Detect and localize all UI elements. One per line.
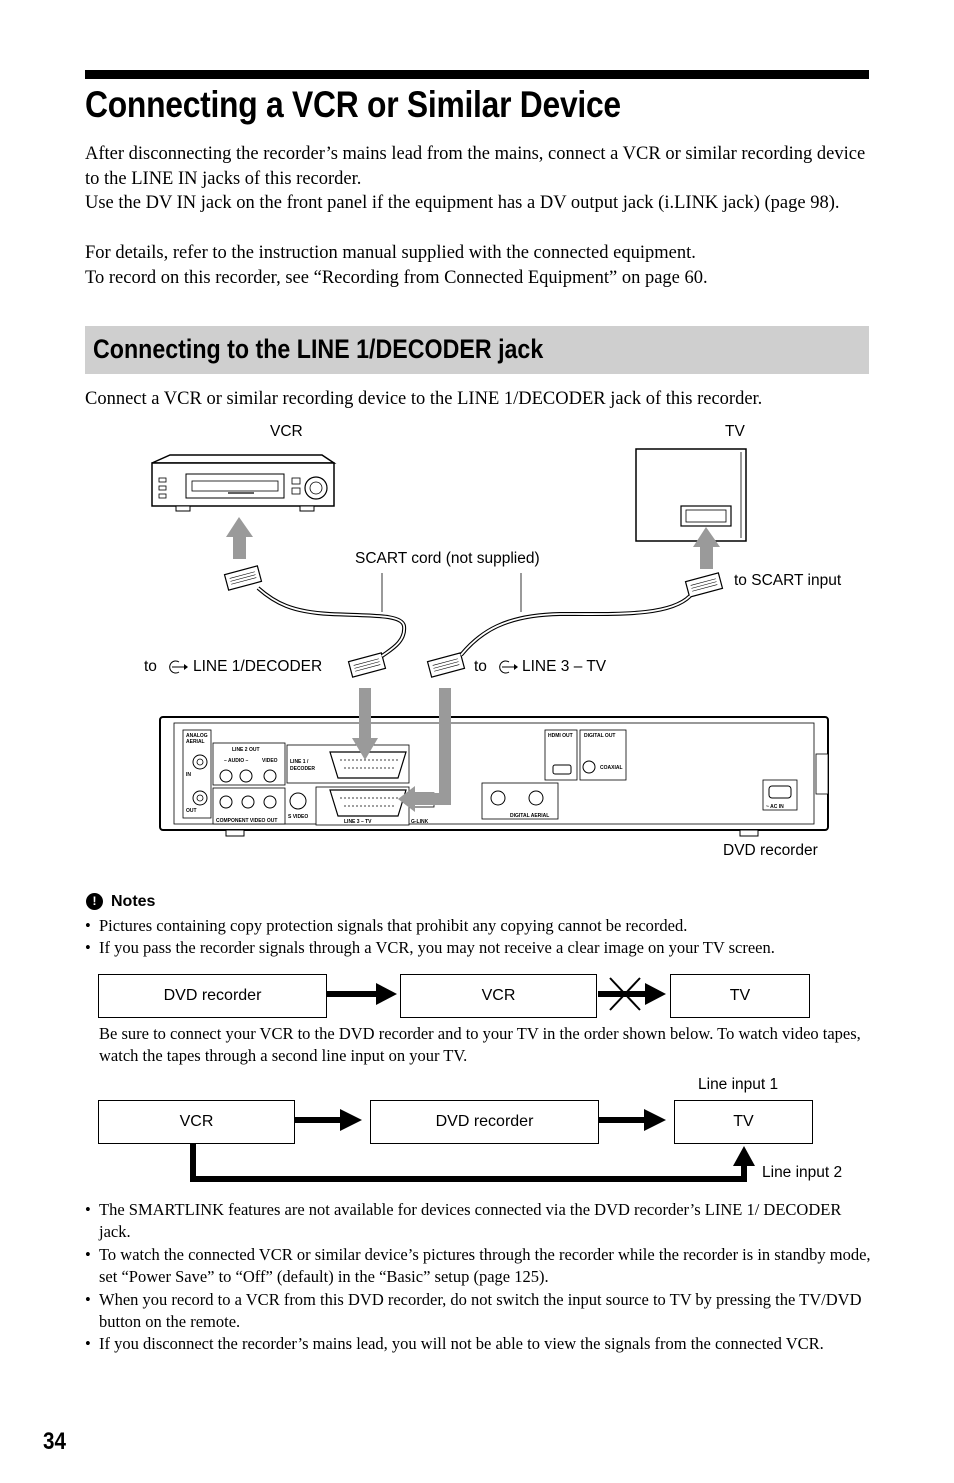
line1-decoder-label: LINE 1 / [290, 759, 309, 765]
line2-out-label: LINE 2 OUT [232, 747, 260, 753]
line3-tv-label: LINE 3 – TV [344, 819, 372, 825]
note-bullet-4: •To watch the connected VCR or similar d… [85, 1244, 875, 1288]
flow-diagram-2: VCR DVD recorder TV [0, 1090, 954, 1190]
intro-paragraph-1: After disconnecting the recorder’s mains… [85, 144, 866, 189]
note-bullet-1-text: Pictures containing copy protection sign… [99, 916, 688, 935]
tv-label: TV [725, 423, 745, 440]
video-label: VIDEO [262, 758, 278, 764]
section-heading: Connecting to the LINE 1/DECODER jack [93, 334, 544, 364]
to-line3-prefix: to [474, 658, 487, 675]
intro-paragraph-4: To record on this recorder, see “Recordi… [85, 268, 708, 288]
page-title: Connecting a VCR or Similar Device [85, 84, 621, 125]
section-heading-bar [85, 326, 869, 374]
flow2-dvd-recorder-box: DVD recorder [370, 1100, 599, 1144]
svideo-label: S VIDEO [288, 814, 308, 820]
glink-label: G-LINK [411, 819, 429, 825]
input-symbol-line3 [499, 660, 518, 674]
arrow-to-vcr [226, 517, 253, 559]
coaxial-label: COAXIAL [600, 765, 623, 771]
flow2-arrow-2 [599, 1109, 666, 1131]
svg-text:DECODER: DECODER [290, 766, 315, 772]
tv-device [635, 448, 747, 542]
analog-out-label: OUT [186, 808, 197, 814]
to-line1-label: LINE 1/DECODER [193, 658, 323, 675]
dvd-recorder-label: DVD recorder [723, 842, 818, 859]
note-bullet-5-text: When you record to a VCR from this DVD r… [99, 1290, 862, 1331]
flow2-arrow-1 [295, 1109, 362, 1131]
to-line1-prefix: to [144, 658, 157, 675]
ac-in-label: ~ AC IN [766, 804, 784, 810]
arrow-to-line3 [398, 688, 451, 812]
notes-heading: Notes [111, 893, 156, 910]
intro-paragraph-3: For details, refer to the instruction ma… [85, 243, 696, 263]
note-bullet-4-text: To watch the connected VCR or similar de… [99, 1245, 871, 1286]
note-paragraph: Be sure to connect your VCR to the DVD r… [99, 1024, 861, 1065]
scart-cord-1 [256, 586, 407, 658]
svg-text:AERIAL: AERIAL [186, 739, 205, 745]
arrow-to-tv [693, 527, 720, 569]
connection-diagram: ANALOG AERIAL IN OUT LINE 2 OUT – AUDIO … [0, 415, 954, 875]
line-input-2-label: Line input 2 [762, 1164, 843, 1181]
note-bullet-6: •If you disconnect the recorder’s mains … [85, 1333, 875, 1355]
note-bullet-3: •The SMARTLINK features are not availabl… [85, 1199, 875, 1243]
note-bullet-2: •If you pass the recorder signals throug… [85, 937, 875, 959]
vcr-device [151, 454, 337, 512]
dvd-recorder-panel: ANALOG AERIAL IN OUT LINE 2 OUT – AUDIO … [159, 716, 829, 837]
digital-aerial-label: DIGITAL AERIAL [510, 813, 549, 819]
flow1-tv-box: TV [670, 974, 810, 1018]
note-bullet-6-text: If you disconnect the recorder’s mains l… [99, 1334, 824, 1353]
line-input-1-label: Line input 1 [698, 1076, 779, 1093]
analog-in-label: IN [186, 772, 191, 778]
to-line3-label: LINE 3 – TV [522, 658, 607, 675]
note-bullet-5: •When you record to a VCR from this DVD … [85, 1289, 875, 1333]
analog-aerial-label: ANALOG [186, 733, 208, 739]
vcr-label: VCR [270, 423, 303, 440]
scart-plug-tv [684, 572, 724, 598]
title-rule [85, 70, 869, 79]
input-symbol-line1 [169, 660, 188, 674]
line3-scart-socket [329, 789, 407, 817]
section-intro: Connect a VCR or similar recording devic… [85, 389, 763, 409]
flow1-arrow-2-crossed [598, 977, 666, 1011]
scart-plug-line3 [426, 652, 466, 678]
flow2-return-line [190, 1143, 755, 1182]
arrow-to-line1 [352, 688, 378, 760]
scart-plug-line1 [347, 652, 387, 678]
note-bullet-3-text: The SMARTLINK features are not available… [99, 1200, 842, 1241]
note-bullet-1: •Pictures containing copy protection sig… [85, 915, 875, 937]
line1-scart-socket [329, 751, 407, 779]
flow-diagram-1: DVD recorder VCR TV [0, 965, 954, 1025]
page-number: 34 [43, 1428, 66, 1455]
scart-plug-vcr [223, 565, 263, 591]
audio-label: – AUDIO – [224, 758, 248, 764]
flow1-dvd-recorder-box: DVD recorder [98, 974, 327, 1018]
component-label: COMPONENT VIDEO OUT [216, 818, 277, 824]
flow1-vcr-box: VCR [400, 974, 597, 1018]
hdmi-out-label: HDMI OUT [548, 733, 573, 739]
notes-icon: ! [86, 893, 103, 910]
scart-cord-2 [459, 594, 692, 657]
flow2-vcr-box: VCR [98, 1100, 295, 1144]
digital-out-label: DIGITAL OUT [584, 733, 615, 739]
flow1-arrow-1 [327, 983, 397, 1005]
scart-cord-label: SCART cord (not supplied) [355, 550, 540, 567]
to-scart-input-label: to SCART input [734, 572, 842, 589]
intro-paragraph-2: Use the DV IN jack on the front panel if… [85, 193, 840, 213]
note-bullet-2-text: If you pass the recorder signals through… [99, 938, 775, 957]
flow2-tv-box: TV [674, 1100, 813, 1144]
